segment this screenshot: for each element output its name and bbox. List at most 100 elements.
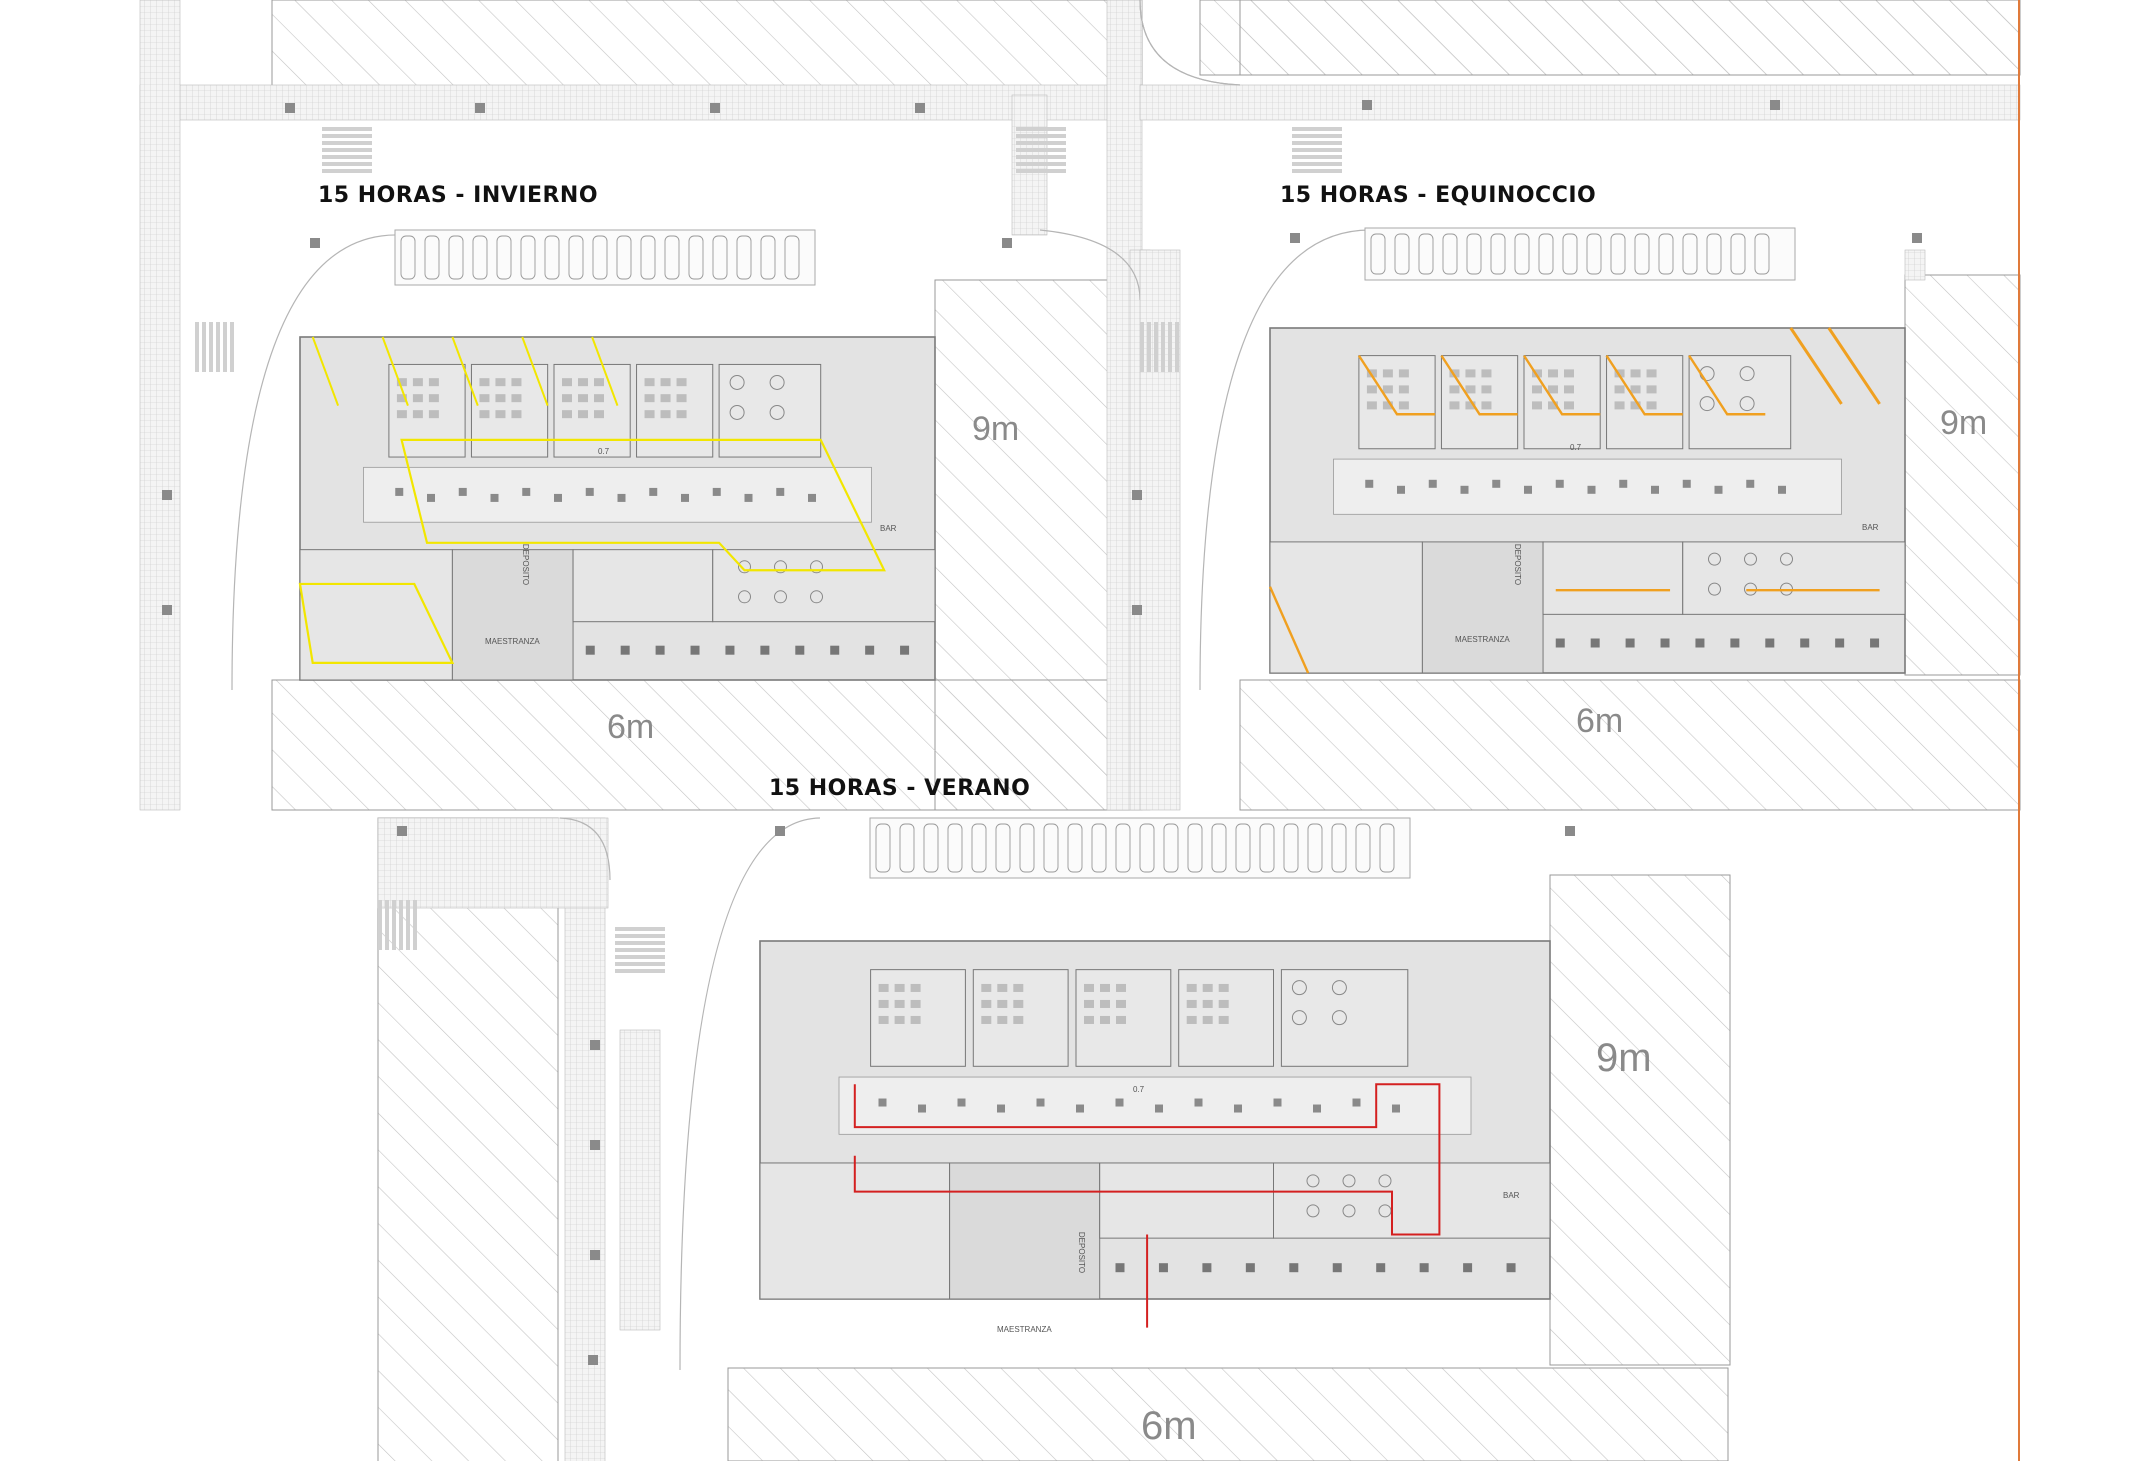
round-table xyxy=(1739,366,1755,382)
column xyxy=(725,645,735,655)
parked-car xyxy=(1355,823,1371,873)
parked-car xyxy=(568,235,584,280)
desk xyxy=(562,410,572,419)
dining-table xyxy=(1780,552,1793,566)
parked-car xyxy=(1514,233,1530,275)
label-deposito-equinoccio: DEPOSITO xyxy=(1513,543,1523,586)
crosswalk-stripe xyxy=(322,127,372,131)
street-lamp xyxy=(1565,826,1575,836)
shadow-stroke xyxy=(591,336,619,406)
desk xyxy=(644,410,655,419)
desk xyxy=(562,394,572,403)
desk xyxy=(1186,983,1197,992)
desk xyxy=(1548,401,1558,410)
parked-car xyxy=(1466,233,1482,275)
road-curb xyxy=(231,234,401,691)
dining-table xyxy=(774,590,787,604)
label-bar-invierno: BAR xyxy=(880,524,897,533)
desk xyxy=(594,378,604,387)
road-curb xyxy=(1139,0,1241,86)
crosswalk-stripe xyxy=(1147,322,1151,372)
parked-car xyxy=(616,235,632,280)
column xyxy=(1245,1263,1255,1273)
round-table xyxy=(769,404,785,420)
column xyxy=(1870,638,1880,648)
shadow-stroke xyxy=(1440,354,1518,416)
round-table xyxy=(769,374,785,390)
dining-table xyxy=(774,560,787,574)
round-table xyxy=(1331,980,1347,996)
column xyxy=(1835,638,1845,648)
tiled-sidewalk xyxy=(1139,84,2021,121)
crosswalk-stripe xyxy=(223,322,227,372)
maestranza-room xyxy=(451,549,574,681)
dim-6m-verano: 6m xyxy=(1141,1404,1197,1448)
desk xyxy=(981,1015,992,1024)
crosswalk-stripe xyxy=(615,969,665,973)
parking-strip xyxy=(1364,227,1796,281)
crosswalk-stripe xyxy=(322,148,372,152)
desk xyxy=(1202,1015,1213,1024)
street-lamp xyxy=(1132,605,1142,615)
parked-car xyxy=(1394,233,1410,275)
parked-car xyxy=(1730,233,1746,275)
shadow-stroke xyxy=(451,336,479,406)
parked-car xyxy=(1379,823,1395,873)
shadow-stroke xyxy=(1357,354,1436,416)
parked-car xyxy=(1331,823,1347,873)
crosswalk-stripe xyxy=(615,962,665,966)
shadow-stroke xyxy=(1605,354,1683,416)
desk xyxy=(1186,999,1197,1008)
desk xyxy=(511,394,522,403)
desk xyxy=(479,394,490,403)
planter xyxy=(1352,1098,1361,1107)
desk xyxy=(1218,1015,1229,1024)
street-lamp xyxy=(1002,238,1012,248)
column xyxy=(1289,1263,1299,1273)
meeting-room xyxy=(1542,541,1684,615)
hatched-block xyxy=(1549,874,1731,1366)
crosswalk-stripe xyxy=(615,948,665,952)
dining-room xyxy=(1682,541,1906,615)
crosswalk-stripe xyxy=(202,322,206,372)
parked-car xyxy=(424,235,440,280)
street-lamp xyxy=(310,238,320,248)
desk xyxy=(1465,369,1476,378)
maestranza-room xyxy=(1421,541,1544,674)
desk xyxy=(578,378,588,387)
desk xyxy=(412,378,423,387)
title-invierno: 15 HORAS - INVIERNO xyxy=(318,183,599,208)
parked-car xyxy=(544,235,560,280)
label-maestranza-invierno: MAESTRANZA xyxy=(485,637,540,646)
dining-table xyxy=(738,590,751,604)
round-table xyxy=(729,374,745,390)
parked-car xyxy=(1139,823,1155,873)
crosswalk-stripe xyxy=(230,322,234,372)
panel-equinoccio-plan xyxy=(1132,0,2021,811)
parked-car xyxy=(1283,823,1299,873)
hatched-block xyxy=(271,679,1143,811)
desk xyxy=(1382,369,1393,378)
planter xyxy=(649,487,658,496)
label-deposito-invierno: DEPOSITO xyxy=(521,543,531,586)
desk xyxy=(1614,369,1625,378)
desk xyxy=(428,410,439,419)
desk xyxy=(1532,369,1542,378)
planter xyxy=(1392,1104,1400,1113)
street-lamp xyxy=(1770,100,1780,110)
service-room xyxy=(299,549,453,681)
desk xyxy=(1100,1015,1110,1024)
hatched-block xyxy=(1239,679,2021,811)
parking-strip xyxy=(394,229,816,286)
parked-car xyxy=(923,823,939,873)
column xyxy=(865,645,875,655)
desk xyxy=(1630,385,1641,394)
tiled-sidewalk xyxy=(619,1029,661,1331)
column xyxy=(795,645,805,655)
desk xyxy=(1398,401,1409,410)
road-curb xyxy=(1199,229,1371,691)
tiled-sidewalk xyxy=(139,84,1141,121)
crosswalk xyxy=(615,927,665,973)
desk xyxy=(396,410,407,419)
dining-table xyxy=(810,560,823,574)
